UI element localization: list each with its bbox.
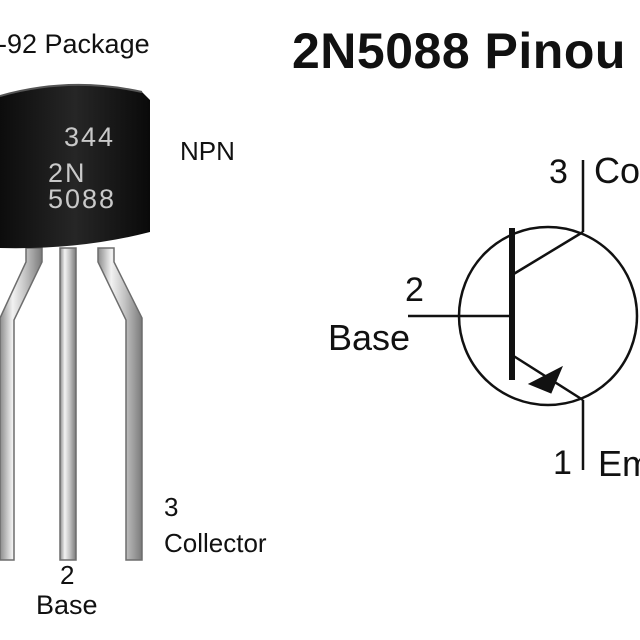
lead-1 <box>0 247 43 561</box>
package-pin2-number: 2 <box>60 560 75 590</box>
symbol-collector-name: Co <box>594 150 640 191</box>
body-marking-line2: 2N <box>48 158 87 188</box>
symbol-collector-number: 3 <box>549 153 568 191</box>
emitter-arrow <box>527 365 563 394</box>
transistor-leads <box>0 247 143 561</box>
transistor-body: 344 2N 5088 <box>0 83 150 249</box>
symbol-emitter-name: Em <box>598 443 640 484</box>
lead-3 <box>97 247 143 561</box>
npn-symbol <box>408 160 639 470</box>
package-pin2-name: Base <box>36 590 98 620</box>
body-marking-line3: 5088 <box>48 184 116 214</box>
package-pin3-number: 3 <box>164 492 179 522</box>
page-title: 2N5088 Pinou <box>292 23 626 79</box>
collector-lead <box>511 230 584 277</box>
symbol-base-number: 2 <box>405 271 424 309</box>
type-label: NPN <box>180 136 235 166</box>
package-label: -92 Package <box>0 29 150 59</box>
body-marking-line1: 344 <box>64 122 115 152</box>
symbol-emitter-number: 1 <box>553 444 572 482</box>
symbol-base-name: Base <box>328 317 411 358</box>
package-pin3-name: Collector <box>164 528 267 558</box>
lead-2 <box>59 247 77 561</box>
